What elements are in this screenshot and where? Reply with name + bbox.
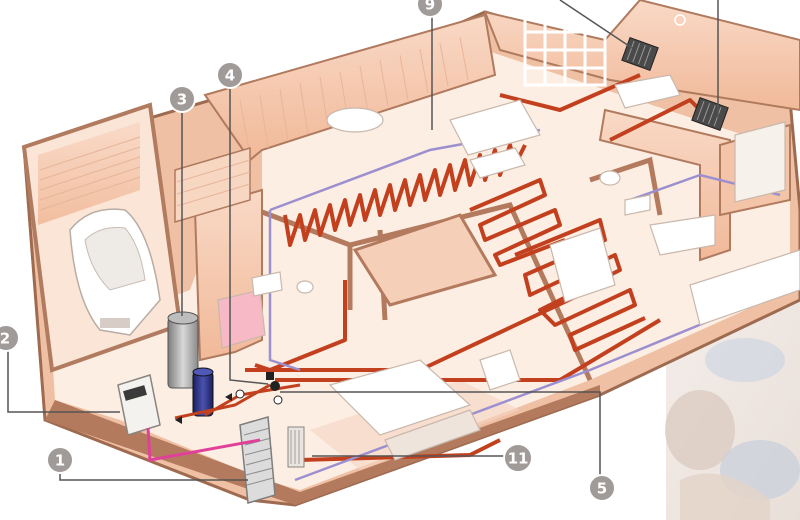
- callout-9: 9: [416, 0, 444, 18]
- callout-4-label: 4: [225, 67, 235, 85]
- car-icon: [69, 208, 161, 336]
- radiator-bedroom: [287, 426, 305, 468]
- wall-thermostat-marker: [674, 14, 686, 26]
- outdoor-heat-pump-unit: [239, 416, 276, 504]
- buffer-tank: [192, 367, 214, 417]
- callout-11: 11: [503, 443, 533, 473]
- callout-9-label: 9: [425, 0, 435, 14]
- indoor-control-unit: [117, 374, 161, 436]
- callout-3-label: 3: [177, 91, 187, 109]
- callout-11-label: 11: [508, 450, 529, 468]
- background-photo: [665, 300, 800, 520]
- callout-1: 1: [46, 446, 74, 474]
- callout-2-label: 2: [0, 330, 10, 348]
- callout-1-label: 1: [55, 452, 65, 470]
- leader-lines: [7, 0, 719, 481]
- garage: [21, 102, 183, 373]
- radiator-upper: [621, 36, 659, 72]
- furniture: [217, 74, 800, 461]
- circulation-pumps: [175, 372, 283, 424]
- callout-3: 3: [168, 85, 196, 113]
- hot-water-tank: [167, 311, 199, 389]
- callout-5: 5: [588, 474, 616, 502]
- callout-4: 4: [216, 61, 244, 89]
- shelf-lattice: [523, 13, 607, 87]
- callout-5-label: 5: [597, 480, 607, 498]
- radiator-bath: [691, 96, 729, 132]
- callout-2: 2: [0, 324, 20, 352]
